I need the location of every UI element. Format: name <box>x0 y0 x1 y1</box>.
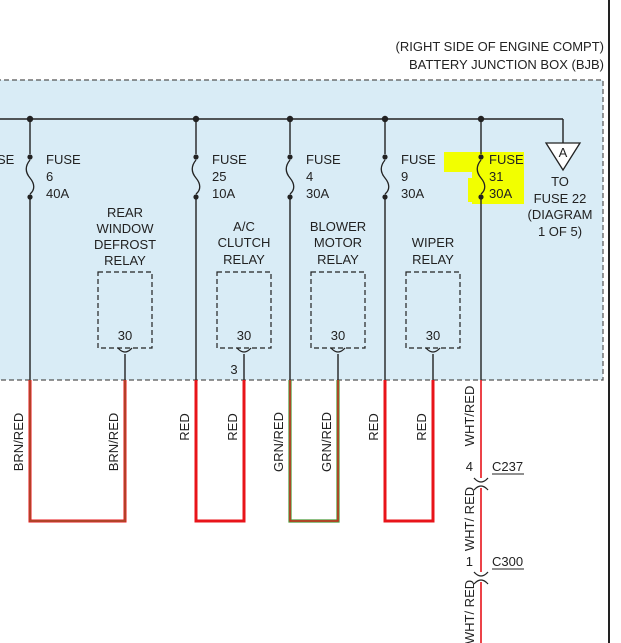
fuse-6: FUSE 6 40A <box>25 115 81 380</box>
relay-name-line: REAR <box>107 205 143 220</box>
fuse-31: FUSE 31 30A <box>476 115 524 380</box>
relay-outline <box>310 271 366 349</box>
relay-name-line: RELAY <box>412 252 454 267</box>
wire-label: GRN/RED <box>271 412 286 472</box>
reference-symbol: A <box>559 145 568 160</box>
wire-label: WHT/RED <box>462 386 477 447</box>
connector-c300: 1 C300 WHT/ RED <box>462 554 524 643</box>
header-line-1: (RIGHT SIDE OF ENGINE COMPT) <box>396 39 605 54</box>
fuse-symbol <box>380 159 390 195</box>
relay-outline <box>216 271 272 349</box>
grn-red-loop <box>288 380 340 523</box>
wire-label: BRN/RED <box>106 413 121 472</box>
fuse-4: FUSE 4 30A <box>285 115 341 380</box>
fuse-number: 6 <box>46 169 53 184</box>
rear-window-defrost-relay: REAR WINDOW DEFROST RELAY 30 <box>94 205 156 380</box>
connector-bottom-icon <box>473 485 489 491</box>
connector-bottom-icon <box>473 579 489 585</box>
wire-label-below: WHT/ RED <box>462 580 477 643</box>
fuse-rating: 40A <box>46 186 69 201</box>
fuse-symbol <box>285 159 295 195</box>
red-loop-ac <box>194 380 246 523</box>
fuse-label: FUSE <box>212 152 247 167</box>
relay-name-line: WIPER <box>412 235 455 250</box>
fuse-rating: 10A <box>212 186 235 201</box>
reference-connector-a: A TO FUSE 22 (DIAGRAM 1 OF 5) <box>528 142 593 239</box>
fuse-label: FUSE <box>401 152 436 167</box>
reference-line-1: TO <box>551 174 569 189</box>
relay-pin: 30 <box>331 328 345 343</box>
fuse-label: FUSE <box>489 152 524 167</box>
relay-pin: 30 <box>237 328 251 343</box>
relay-output-pin: 3 <box>230 362 237 377</box>
relay-name-line: A/C <box>233 219 255 234</box>
connector-name: C237 <box>492 459 523 474</box>
connector-pin: 1 <box>466 554 473 569</box>
fuse-symbol <box>191 159 201 195</box>
fuse-25: FUSE 25 10A <box>191 115 247 380</box>
fuse-symbol <box>25 159 35 195</box>
connector-c237: 4 C237 WHT/ RED <box>462 459 524 551</box>
wire-label: BRN/RED <box>11 413 26 472</box>
wire-label-below: WHT/ RED <box>462 487 477 551</box>
relay-name-line: RELAY <box>104 253 146 268</box>
relay-name-line: RELAY <box>223 252 265 267</box>
wiper-relay: WIPER RELAY 30 <box>405 235 461 380</box>
relay-pin: 30 <box>426 328 440 343</box>
fuse-number: 25 <box>212 169 226 184</box>
fuse-symbol <box>476 159 486 195</box>
terminal-icon <box>117 347 133 353</box>
relay-pin: 30 <box>118 328 132 343</box>
wire-label: GRN/RED <box>319 412 334 472</box>
battery-junction-box <box>0 79 604 381</box>
fuse-number: 4 <box>306 169 313 184</box>
fuse-label: FUSE <box>306 152 341 167</box>
relay-name-line: BLOWER <box>310 219 366 234</box>
red-loop-wiper <box>383 380 435 523</box>
blower-motor-relay: BLOWER MOTOR RELAY 30 <box>310 219 366 380</box>
relay-name-line: WINDOW <box>96 221 154 236</box>
connector-name: C300 <box>492 554 523 569</box>
ac-clutch-relay: A/C CLUTCH RELAY 30 3 <box>216 219 272 380</box>
connector-pin: 4 <box>466 459 473 474</box>
wire-label: RED <box>366 413 381 440</box>
fuse-number: 31 <box>489 169 503 184</box>
relay-name-line: RELAY <box>317 252 359 267</box>
terminal-icon <box>236 347 252 353</box>
fuse-9: FUSE 9 30A <box>380 115 436 380</box>
fuse-rating: 30A <box>401 186 424 201</box>
wire-label: RED <box>225 413 240 440</box>
reference-line-3: (DIAGRAM <box>528 207 593 222</box>
terminal-icon <box>330 347 346 353</box>
relay-name-line: DEFROST <box>94 237 156 252</box>
connector-top-icon <box>473 571 489 577</box>
fuse-rating: 30A <box>306 186 329 201</box>
triangle-reference-icon <box>544 142 582 172</box>
relay-name-line: MOTOR <box>314 235 362 250</box>
wire-label: RED <box>414 413 429 440</box>
header-line-2: BATTERY JUNCTION BOX (BJB) <box>409 57 604 72</box>
terminal-icon <box>425 347 441 353</box>
wire-labels: BRN/RED BRN/RED RED RED GRN/RED GRN/RED … <box>11 386 477 472</box>
fuse-label: FUSE <box>46 152 81 167</box>
connector-top-icon <box>473 477 489 483</box>
partial-fuse-label: SE <box>0 152 15 167</box>
reference-line-4: 1 OF 5) <box>538 224 582 239</box>
fuse-rating: 30A <box>489 186 512 201</box>
relay-outline <box>405 271 461 349</box>
fuse-number: 9 <box>401 169 408 184</box>
wire-label: RED <box>177 413 192 440</box>
relay-outline <box>97 271 153 349</box>
reference-line-2: FUSE 22 <box>534 191 587 206</box>
fuse-31-highlight <box>444 152 524 204</box>
wire-loops <box>28 380 482 643</box>
relay-name-line: CLUTCH <box>218 235 271 250</box>
brn-red-loop <box>28 380 127 523</box>
